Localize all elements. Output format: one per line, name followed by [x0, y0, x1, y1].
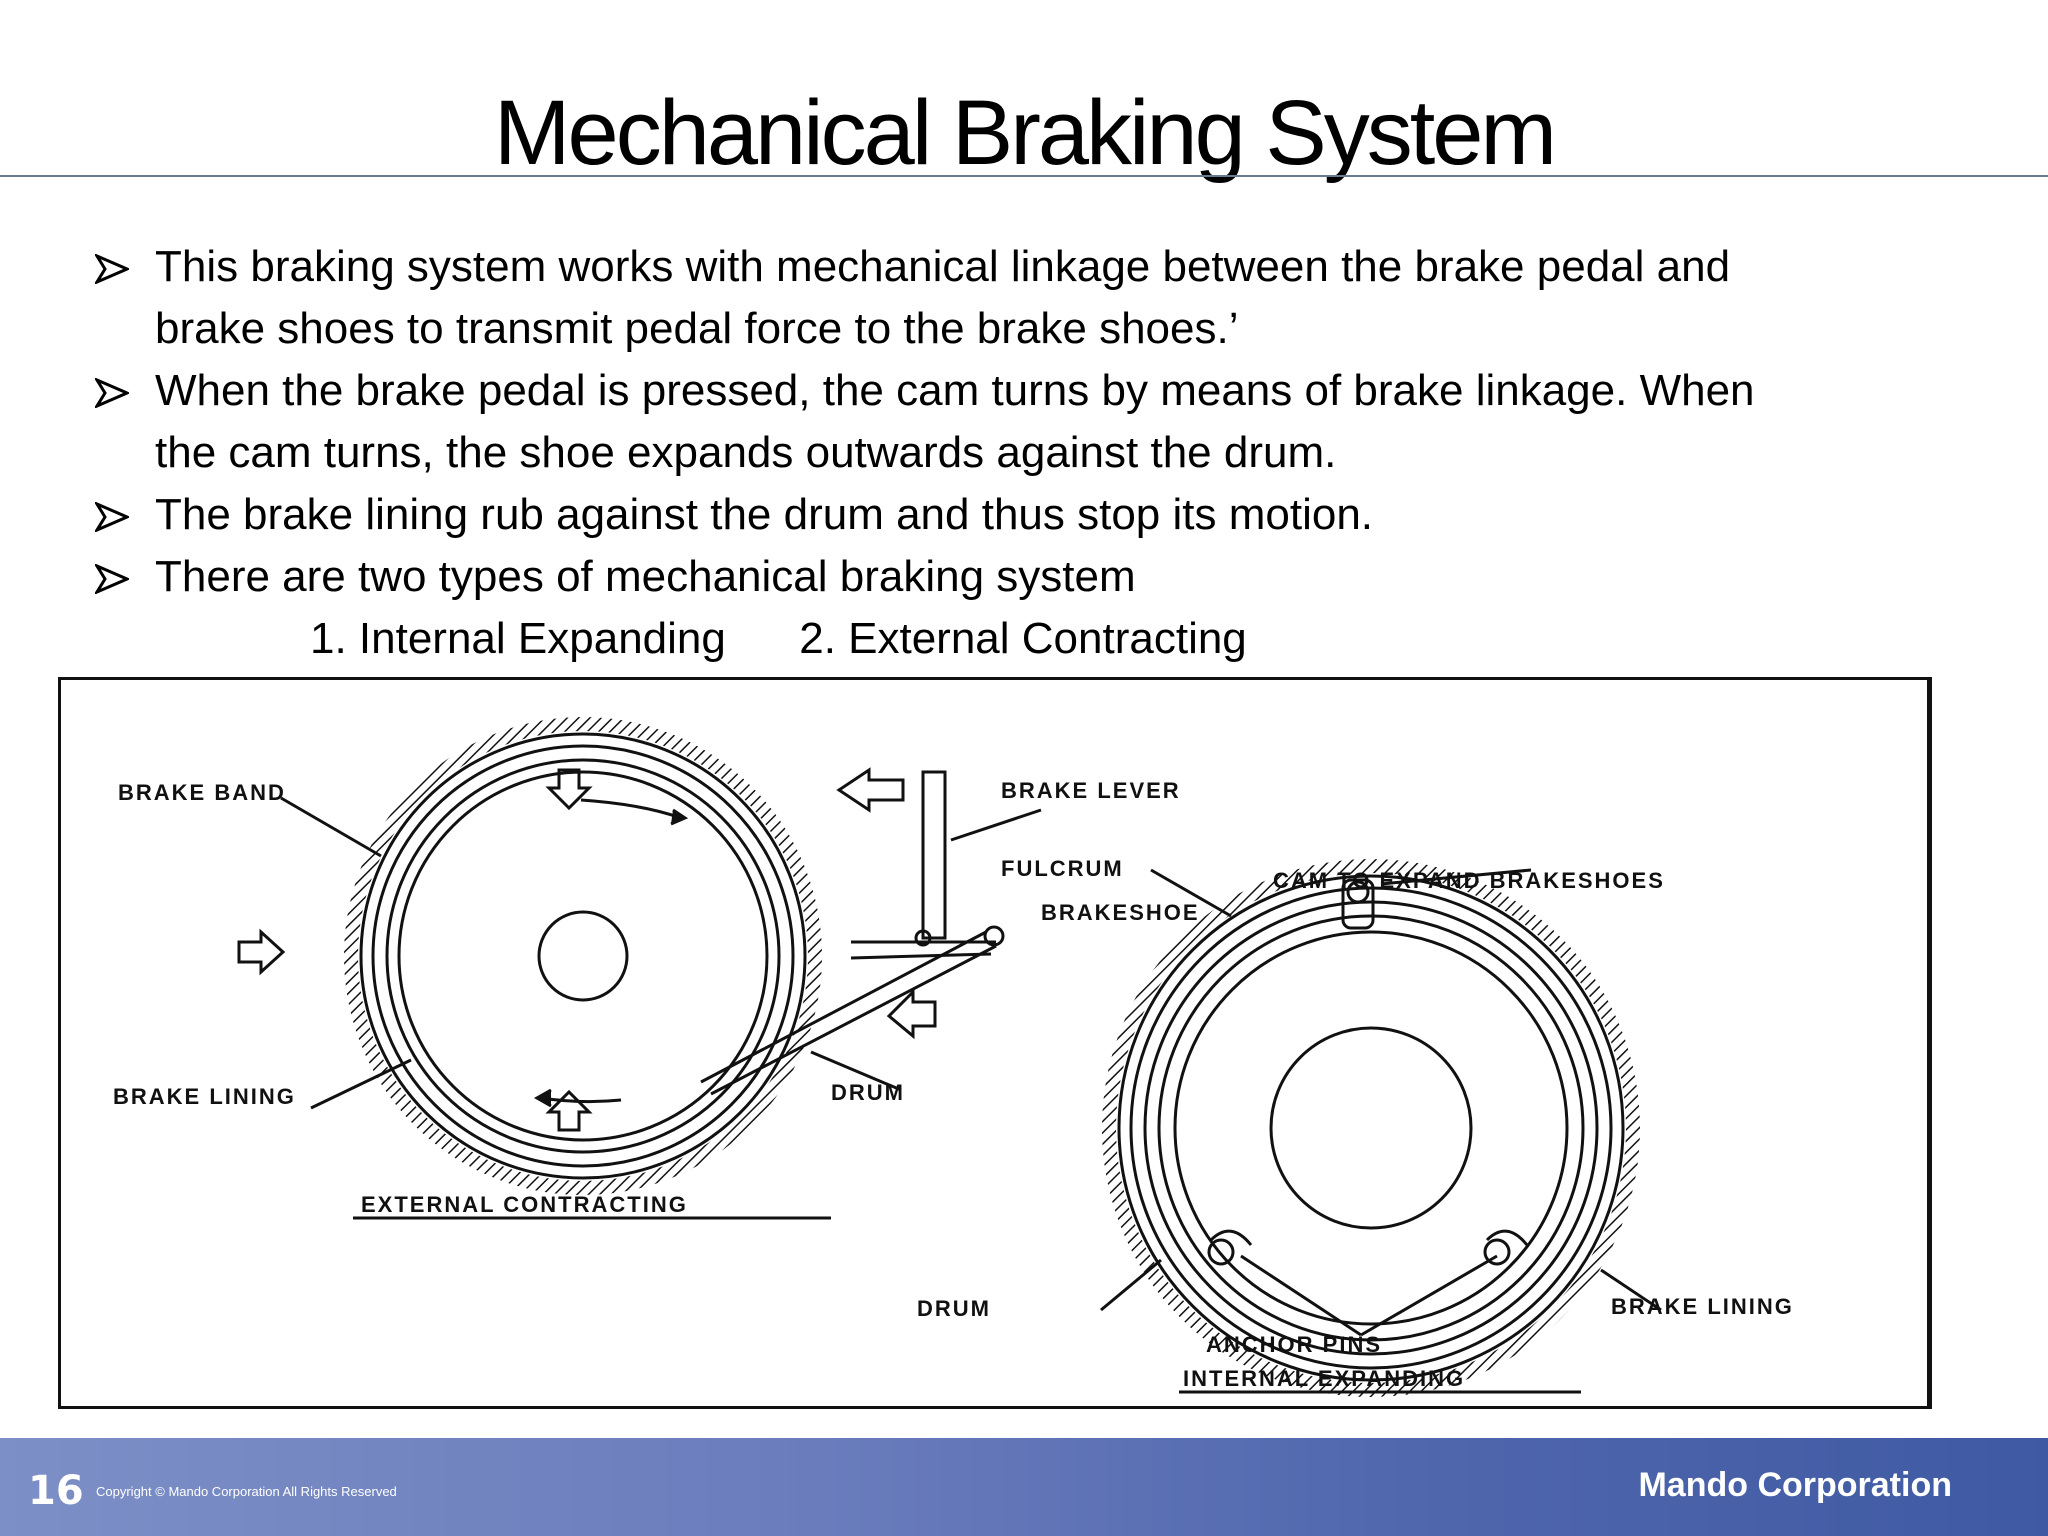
company-logo-text: Mando Corporation	[1638, 1466, 1952, 1504]
bullet-item: When the brake pedal is pressed, the cam…	[95, 360, 1975, 484]
bullet-line: brake shoes to transmit pedal force to t…	[155, 304, 1239, 353]
bullet-item: The brake lining rub against the drum an…	[95, 484, 1975, 546]
arrow-bullet-icon	[95, 564, 129, 594]
slide-title: Mechanical Braking System	[493, 82, 1557, 184]
label-brake-lining-left: BRAKE LINING	[113, 1084, 296, 1109]
bullet-line: When the brake pedal is pressed, the cam…	[155, 366, 1755, 415]
bullet-line: The brake lining rub against the drum an…	[155, 490, 1374, 539]
title-divider	[0, 175, 2048, 177]
arrow-bullet-icon	[95, 502, 129, 532]
slide-footer: 16 Copyright © Mando Corporation All Rig…	[0, 1438, 2048, 1536]
bullet-line: There are two types of mechanical brakin…	[155, 552, 1136, 601]
brake-diagram: BRAKE BAND BRAKE LEVER FULCRUM CAM TO EX…	[58, 677, 1932, 1409]
arrow-bullet-icon	[95, 378, 129, 408]
label-external-contracting: EXTERNAL CONTRACTING	[361, 1192, 688, 1217]
bullet-list: This braking system works with mechanica…	[95, 236, 1975, 670]
label-fulcrum: FULCRUM	[1001, 856, 1124, 881]
label-internal-expanding: INTERNAL EXPANDING	[1183, 1366, 1465, 1391]
label-brakeshoe: BRAKESHOE	[1041, 900, 1200, 925]
external-contracting-drawing	[237, 717, 1042, 1195]
label-cam: CAM TO EXPAND BRAKESHOES	[1273, 868, 1665, 893]
bullet-line: the cam turns, the shoe expands outwards…	[155, 428, 1337, 477]
brake-diagram-drawing: BRAKE BAND BRAKE LEVER FULCRUM CAM TO EX…	[113, 717, 1794, 1397]
copyright-notice: Copyright © Mando Corporation All Rights…	[96, 1484, 397, 1499]
bullet-item: This braking system works with mechanica…	[95, 236, 1975, 360]
label-brake-lining-right: BRAKE LINING	[1611, 1294, 1794, 1319]
internal-expanding-drawing	[1100, 859, 1662, 1397]
type-external: 2. External Contracting	[799, 614, 1247, 663]
page-number: 16	[28, 1468, 84, 1514]
arrow-bullet-icon	[95, 254, 129, 284]
bullet-line: This braking system works with mechanica…	[155, 242, 1731, 291]
label-anchor-pins: ANCHOR PINS	[1206, 1332, 1382, 1357]
label-brake-lever: BRAKE LEVER	[1001, 778, 1181, 803]
label-drum-right: DRUM	[917, 1296, 991, 1321]
bullet-item: There are two types of mechanical brakin…	[95, 546, 1975, 608]
label-brake-band: BRAKE BAND	[118, 780, 286, 805]
brake-types-line: 1. Internal Expanding 2. External Contra…	[95, 608, 1975, 670]
label-drum-left: DRUM	[831, 1080, 905, 1105]
type-internal: 1. Internal Expanding	[310, 614, 726, 663]
